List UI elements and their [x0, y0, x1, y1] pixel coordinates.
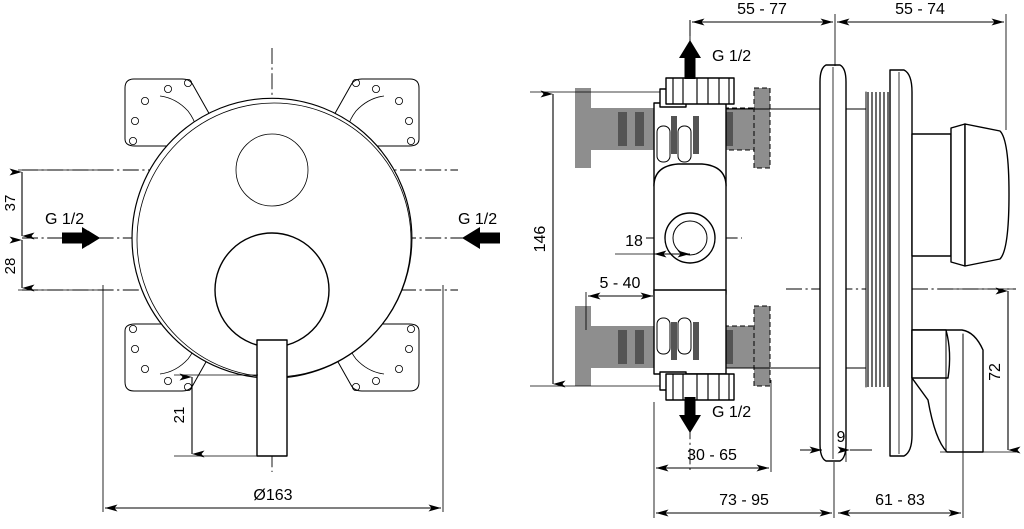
dimension-28-label: 28 [2, 258, 19, 275]
connection-inlet-right-label: G 1/2 [458, 211, 497, 228]
dimension-diameter-163: Ø163 [102, 285, 444, 512]
dimension-73-95-label: 73 - 95 [719, 492, 769, 509]
dimension-55-74: 55 - 74 [837, 1, 1007, 130]
connection-inlet-right: G 1/2 [458, 211, 500, 249]
dimension-diameter-163-label: Ø163 [253, 487, 292, 504]
dimension-5-40-label: 5 - 40 [600, 275, 641, 292]
dimension-37: 37 [2, 168, 100, 240]
diverter-knob [911, 123, 1010, 267]
lever-hub-circle [214, 232, 330, 348]
dimension-5-40: 5 - 40 [585, 275, 653, 330]
side-view-group: G 1/2 G 1/2 55 - 77 55 - 74 146 [530, 1, 1021, 518]
dimension-30-65-label: 30 - 65 [687, 447, 737, 464]
dimension-18-label: 18 [625, 233, 643, 250]
diverter-button-circle [235, 133, 309, 207]
dimension-30-65: 30 - 65 [653, 380, 772, 472]
dimension-61-83: 61 - 83 [838, 452, 964, 518]
dimension-55-77: 55 - 77 [689, 1, 836, 66]
dimension-18: 18 [615, 233, 690, 258]
dimension-73-95: 73 - 95 [653, 462, 835, 518]
dimension-146-label: 146 [532, 226, 549, 253]
connection-outlet-bottom-label: G 1/2 [712, 404, 751, 421]
connection-inlet-left-label: G 1/2 [45, 211, 84, 228]
inlet-left-arrow-icon [62, 227, 100, 249]
dimension-72: 72 [940, 287, 1021, 454]
dimension-9: 9 [800, 429, 872, 462]
lever-stem [256, 339, 288, 457]
dimension-21: 21 [171, 373, 258, 458]
connection-inlet-left: G 1/2 [45, 211, 100, 249]
valve-body [653, 77, 735, 401]
thread-bellows-section [865, 91, 891, 388]
connection-outlet-top: G 1/2 [679, 40, 751, 79]
outlet-bottom-arrow-icon [679, 397, 701, 433]
dimension-21-label: 21 [171, 407, 188, 424]
dimension-55-77-label: 55 - 77 [737, 1, 787, 18]
dimension-28: 28 [2, 236, 100, 292]
outlet-top-arrow-icon [679, 40, 701, 79]
dimension-61-83-label: 61 - 83 [875, 492, 925, 509]
connection-outlet-bottom: G 1/2 [679, 397, 751, 433]
dimension-37-label: 37 [2, 195, 19, 212]
connection-outlet-top-label: G 1/2 [712, 48, 751, 65]
top-thread-lines [672, 78, 730, 104]
dimension-9-label: 9 [837, 429, 846, 446]
bottom-thread-lines [672, 374, 730, 400]
dimension-72-label: 72 [987, 363, 1004, 381]
dimension-55-74-label: 55 - 74 [895, 1, 945, 18]
front-view-group: 37 28 G 1/2 G 1/2 21 [2, 48, 500, 512]
inlet-right-arrow-icon [462, 227, 500, 249]
escutcheon-plate [819, 64, 913, 462]
dimension-146: 146 [530, 90, 660, 388]
